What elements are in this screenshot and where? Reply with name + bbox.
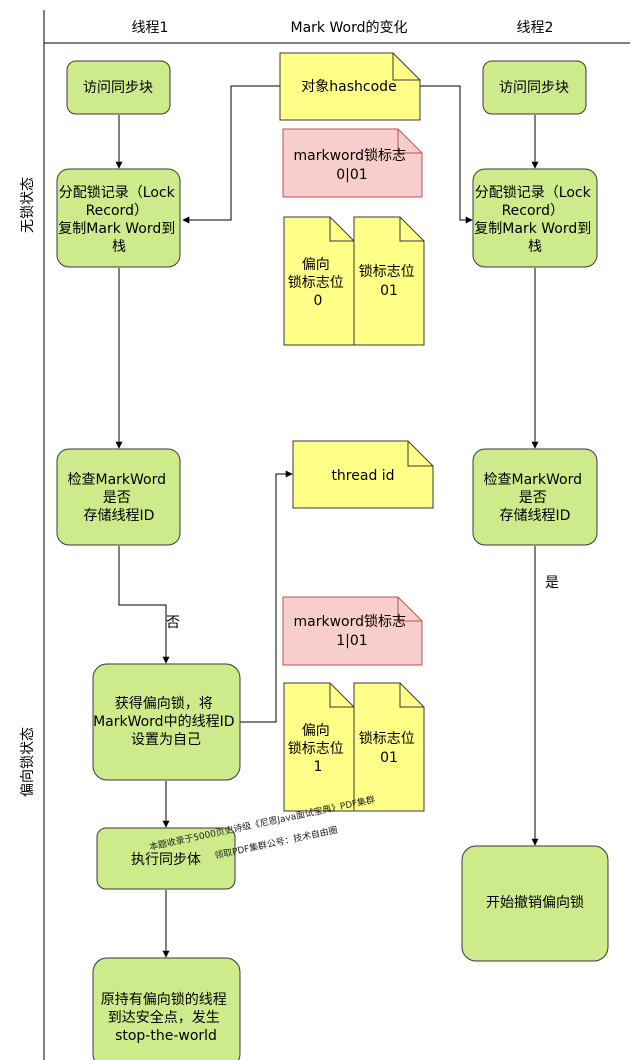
lane-label-biased: 偏向锁状态 <box>20 727 36 797</box>
t2-access-sync-node: 访问同步块 <box>482 60 587 115</box>
lane-label-unlocked: 无锁状态 <box>20 177 36 233</box>
svg-text:获得偏向锁，将 MarkWord中的线程ID: 获得偏向锁，将 MarkWord中的线程ID 设置为自己 <box>93 695 239 748</box>
header-thread2: 线程2 <box>517 20 554 36</box>
t1-access-sync-node: 访问同步块 <box>66 60 171 115</box>
svg-text:原持有偏向锁的线程 到达安全点，发生: 原持有偏向锁的线程 到达安全点，发生 stop-the-world <box>101 992 231 1044</box>
t1-execute-sync-node: 执行同步体 <box>96 827 236 890</box>
markword-lock-bits-01-note-b: 锁标志位 01 <box>353 682 425 812</box>
svg-text:偏向 锁标志位 0: 偏向 锁标志位 0 <box>288 257 348 309</box>
header-markword: Mark Word的变化 <box>291 20 408 36</box>
svg-text:偏向 锁标志位 1: 偏向 锁标志位 1 <box>288 723 348 775</box>
svg-text:分配锁记录（Lock Record）: 分配锁记录（Lock Record） 复制Mark Word到 栈 <box>58 185 179 255</box>
markword-hashcode-note: 对象hashcode <box>279 52 421 121</box>
t1-alloc-lock-record-node: 分配锁记录（Lock Record） 复制Mark Word到 栈 <box>56 168 181 268</box>
markword-thread-id-note: thread id <box>292 440 434 509</box>
t1-safepoint-node: 原持有偏向锁的线程 到达安全点，发生 stop-the-world <box>92 957 241 1060</box>
markword-flag-biased-note: markword锁标志 1|01 <box>282 596 423 666</box>
markword-biased-bit-1-note: 偏向 锁标志位 1 <box>283 682 355 812</box>
edge-t1-check-to-acquire <box>118 546 170 664</box>
edge-hashcode-to-t1 <box>182 85 280 224</box>
t1-check-markword-node: 检查MarkWord 是否 存储线程ID <box>56 448 181 546</box>
svg-text:访问同步块: 访问同步块 <box>499 80 569 96</box>
svg-text:访问同步块: 访问同步块 <box>83 80 153 96</box>
edge-acquire-to-threadid <box>240 470 293 723</box>
svg-text:检查MarkWord 是否 存储线程: 检查MarkWord 是否 存储线程ID <box>484 472 587 524</box>
svg-text:对象hashcode: 对象hashcode <box>301 79 396 95</box>
svg-text:锁标志位 01: 锁标志位 01 <box>359 264 419 299</box>
header-thread1: 线程1 <box>132 20 169 36</box>
svg-text:markword锁标志 0|01: markword锁标志 0|01 <box>294 148 411 183</box>
t2-alloc-lock-record-node: 分配锁记录（Lock Record） 复制Mark Word到 栈 <box>472 168 598 268</box>
markword-lock-bits-01-note-a: 锁标志位 01 <box>353 216 425 346</box>
markword-biased-bit-0-note: 偏向 锁标志位 0 <box>283 216 355 346</box>
svg-text:markword锁标志 1|01: markword锁标志 1|01 <box>294 614 411 649</box>
edge-label-no: 否 <box>166 615 180 631</box>
edge-label-yes: 是 <box>545 575 559 591</box>
t1-acquire-biased-node: 获得偏向锁，将 MarkWord中的线程ID 设置为自己 <box>92 663 241 781</box>
svg-text:执行同步体: 执行同步体 <box>131 852 201 868</box>
markword-flag-unlocked-note: markword锁标志 0|01 <box>282 128 423 198</box>
t2-check-markword-node: 检查MarkWord 是否 存储线程ID <box>472 448 598 546</box>
svg-text:分配锁记录（Lock Record）: 分配锁记录（Lock Record） 复制Mark Word到 栈 <box>474 185 595 255</box>
svg-text:thread id: thread id <box>331 468 394 484</box>
svg-text:锁标志位 01: 锁标志位 01 <box>359 731 419 766</box>
svg-text:检查MarkWord 是否 存储线程: 检查MarkWord 是否 存储线程ID <box>68 472 171 524</box>
t2-revoke-biased-node: 开始撤销偏向锁 <box>461 845 609 962</box>
edge-hashcode-to-t2 <box>420 85 473 224</box>
svg-text:开始撤销偏向锁: 开始撤销偏向锁 <box>486 895 584 911</box>
